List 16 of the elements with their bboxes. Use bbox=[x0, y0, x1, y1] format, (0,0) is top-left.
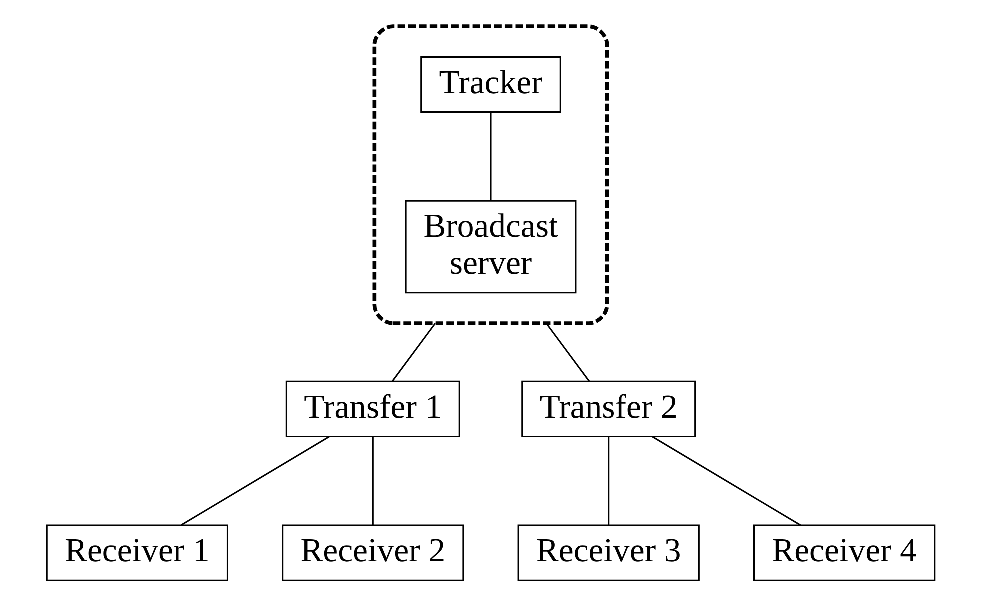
connector bbox=[490, 112, 492, 202]
node-box: Tracker bbox=[420, 56, 562, 114]
node-box: Broadcast server bbox=[405, 200, 577, 294]
connector bbox=[546, 323, 590, 382]
cluster bbox=[372, 24, 610, 326]
node-box: Receiver 2 bbox=[282, 524, 464, 582]
node-box: Transfer 2 bbox=[522, 380, 696, 438]
node-box: Transfer 1 bbox=[286, 380, 460, 438]
node-box: Receiver 1 bbox=[46, 524, 228, 582]
node-box: Receiver 3 bbox=[518, 524, 700, 582]
connector bbox=[180, 436, 330, 526]
connector bbox=[608, 437, 610, 526]
connector bbox=[372, 437, 374, 526]
connector bbox=[652, 436, 802, 526]
node-box: Receiver 4 bbox=[754, 524, 936, 582]
connector bbox=[392, 323, 436, 382]
